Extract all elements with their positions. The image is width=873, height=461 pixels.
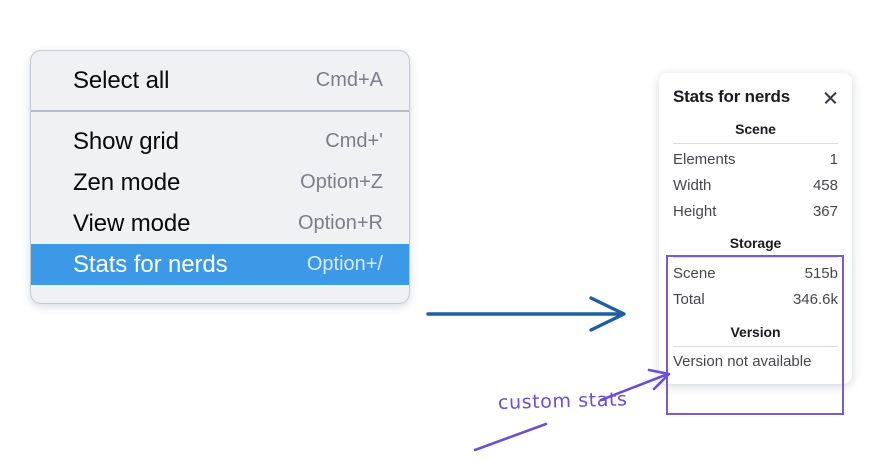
menu-item-label: View mode — [73, 209, 191, 237]
menu-item-label: Show grid — [73, 127, 179, 155]
context-menu[interactable]: Select all Cmd+A Show grid Cmd+' Zen mod… — [30, 50, 410, 304]
purple-underline-stroke — [473, 422, 548, 452]
menu-item-zen-mode[interactable]: Zen mode Option+Z — [31, 162, 409, 203]
stats-group-title: Scene — [735, 121, 776, 137]
menu-divider — [31, 110, 409, 112]
stats-panel-header: Stats for nerds — [659, 84, 852, 110]
menu-footer-spacer — [31, 285, 409, 303]
stats-row-key: Elements — [673, 151, 736, 168]
menu-item-shortcut: Option+R — [297, 212, 383, 234]
stats-group-version: Version Version not available — [659, 313, 852, 371]
menu-item-select-all[interactable]: Select all Cmd+A — [31, 60, 409, 101]
menu-section-primary: Select all Cmd+A — [31, 51, 409, 110]
stats-group-title: Storage — [729, 235, 782, 252]
stats-row: Total 346.6k — [673, 287, 838, 313]
stats-group-scene: Scene Elements 1 Width 458 Height 367 — [659, 110, 852, 224]
menu-item-shortcut: Cmd+' — [325, 130, 383, 152]
blue-arrow — [426, 296, 626, 332]
stats-group-rule — [673, 257, 838, 259]
menu-item-shortcut: Option+/ — [306, 253, 383, 275]
stats-group-title: Version — [730, 323, 781, 340]
stats-group-rule — [673, 143, 838, 144]
stats-row-key: Width — [673, 176, 712, 194]
stats-group-rule — [673, 345, 838, 347]
stats-panel-body: Scene Elements 1 Width 458 Height 367 St… — [659, 110, 852, 371]
stats-row-value: 367 — [812, 202, 838, 220]
version-note: Version not available — [673, 352, 812, 370]
handwritten-annotation-label: custom stats — [497, 388, 628, 414]
menu-item-stats-for-nerds[interactable]: Stats for nerds Option+/ — [31, 244, 409, 285]
menu-item-shortcut: Cmd+A — [315, 69, 383, 91]
stats-row: Elements 1 — [673, 147, 838, 173]
menu-item-label: Select all — [73, 66, 170, 94]
menu-section-view: Show grid Cmd+' Zen mode Option+Z View m… — [31, 112, 409, 303]
stats-row: Height 367 — [673, 199, 838, 225]
menu-item-show-grid[interactable]: Show grid Cmd+' — [31, 121, 409, 162]
stats-row-value: 346.6k — [792, 291, 838, 308]
stats-row-key: Scene — [673, 265, 716, 283]
stats-panel-title: Stats for nerds — [673, 87, 790, 106]
stats-row-value: 458 — [812, 176, 838, 194]
close-icon[interactable] — [822, 89, 839, 106]
stats-group-storage: Storage Scene 515b Total 346.6k — [659, 224, 852, 313]
stats-row-key: Total — [673, 291, 705, 308]
menu-item-label: Zen mode — [73, 168, 181, 196]
stats-for-nerds-panel[interactable]: Stats for nerds Scene Elements 1 Width 4… — [659, 73, 852, 384]
menu-item-shortcut: Option+Z — [300, 171, 383, 193]
stats-row-key: Height — [673, 202, 717, 220]
stats-row: Width 458 — [673, 173, 838, 199]
stats-row: Scene 515b — [673, 261, 838, 287]
menu-item-view-mode[interactable]: View mode Option+R — [31, 203, 409, 244]
menu-item-label: Stats for nerds — [73, 250, 228, 278]
stats-row-value: 1 — [829, 151, 838, 168]
stats-row-value: 515b — [804, 265, 838, 283]
